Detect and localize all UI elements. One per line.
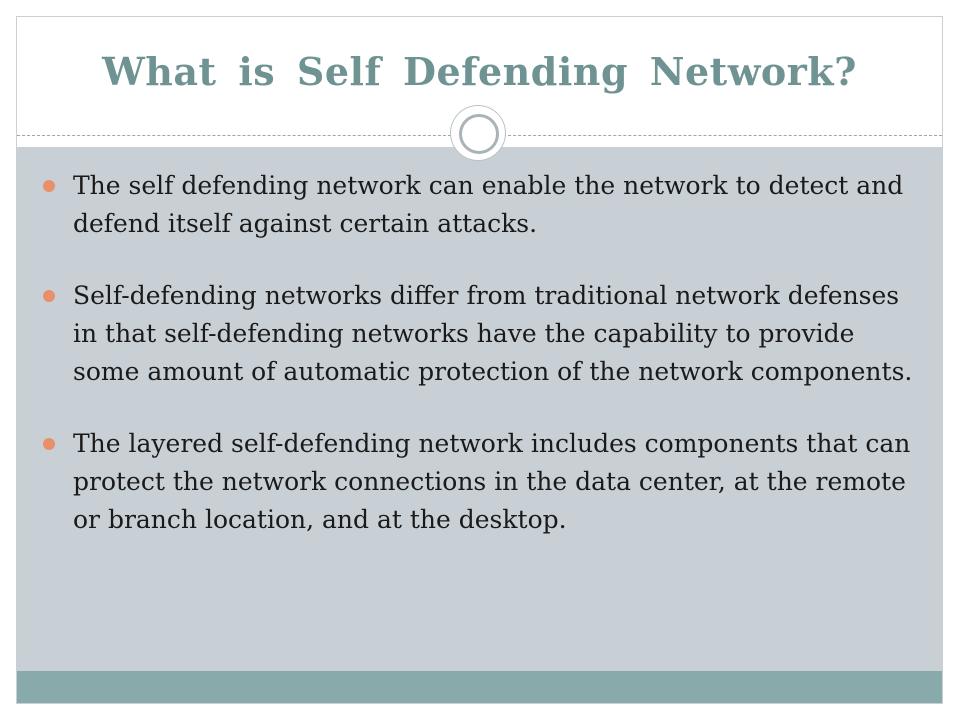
bullet-item: Self-defending networks differ from trad… xyxy=(43,277,923,391)
bullet-list: The self defending network can enable th… xyxy=(43,167,923,573)
bullet-text: Self-defending networks differ from trad… xyxy=(73,281,913,386)
bullet-text: The layered self-defending network inclu… xyxy=(73,429,911,534)
footer-bar xyxy=(17,671,942,703)
bullet-dot-icon xyxy=(43,290,55,302)
bullet-item: The layered self-defending network inclu… xyxy=(43,425,923,539)
content-area xyxy=(17,147,942,671)
bullet-item: The self defending network can enable th… xyxy=(43,167,923,243)
bullet-text: The self defending network can enable th… xyxy=(73,171,904,238)
slide: What is Self Defending Network? The self… xyxy=(16,16,943,704)
slide-title: What is Self Defending Network? xyxy=(102,49,857,94)
bullet-dot-icon xyxy=(43,180,55,192)
bullet-dot-icon xyxy=(43,438,55,450)
ring-icon xyxy=(451,106,505,160)
ring-inner xyxy=(459,114,499,154)
